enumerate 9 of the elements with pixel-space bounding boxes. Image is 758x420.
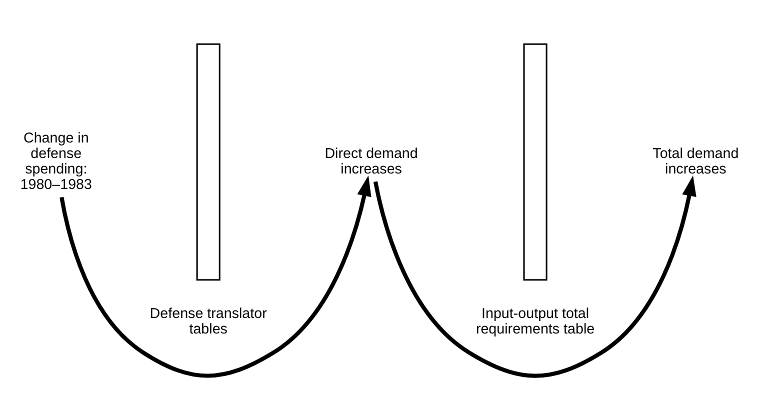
node-bar bbox=[196, 43, 220, 281]
arrow bbox=[372, 176, 696, 378]
node-text: Total demand increases bbox=[652, 146, 738, 178]
node-label: Input-output total requirements table bbox=[475, 306, 594, 338]
arrow bbox=[59, 176, 371, 378]
node-bar bbox=[522, 43, 547, 281]
node-label: Defense translator tables bbox=[149, 306, 266, 338]
node-text: Change in defense spending: 1980–1983 bbox=[20, 130, 92, 193]
node-text: Direct demand increases bbox=[324, 146, 418, 178]
